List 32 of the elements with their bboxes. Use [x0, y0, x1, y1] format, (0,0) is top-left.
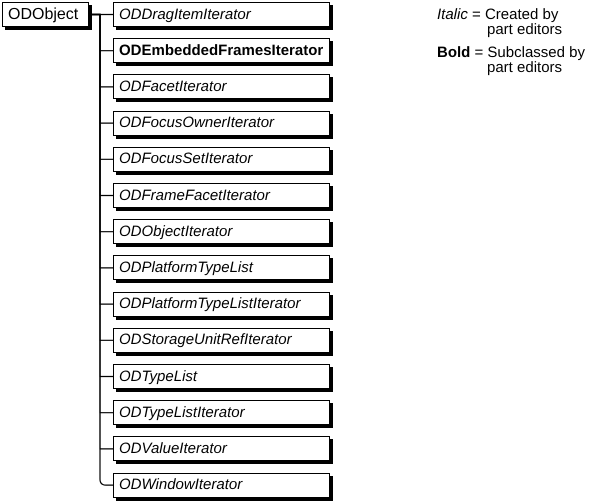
class-box: [113, 110, 330, 136]
class-box: [113, 436, 330, 462]
class-name: ODDragItemIterator: [119, 6, 251, 24]
class-box: [113, 400, 330, 426]
class-box: [113, 255, 330, 280]
class-box: [113, 183, 330, 208]
class-name: ODEmbeddedFramesIterator: [119, 42, 324, 60]
class-box: [2, 2, 89, 27]
class-name: ODFocusOwnerIterator: [119, 114, 274, 132]
class-name: ODTypeListIterator: [119, 404, 245, 422]
class-name: ODFrameFacetIterator: [119, 186, 270, 204]
legend-entry: Italic = Created by part editors: [437, 7, 564, 37]
class-name: ODObject: [8, 6, 78, 24]
class-name: ODValueIterator: [119, 440, 227, 458]
class-box: [113, 74, 330, 100]
class-name: ODWindowIterator: [119, 476, 242, 494]
class-name: ODPlatformTypeListIterator: [119, 295, 300, 314]
class-name: ODStorageUnitRefIterator: [119, 331, 292, 350]
class-box: [113, 364, 330, 389]
class-name: ODTypeList: [119, 368, 198, 386]
class-box: [113, 146, 330, 172]
class-box: [113, 472, 330, 498]
class-box: [113, 2, 330, 27]
class-box: [113, 219, 330, 244]
class-box: [113, 292, 330, 317]
class-box: [113, 328, 330, 353]
class-name: ODObjectIterator: [119, 222, 232, 241]
class-name: ODFocusSetIterator: [119, 150, 252, 168]
class-name: ODFacetIterator: [119, 78, 227, 96]
class-name: ODPlatformTypeList: [119, 258, 253, 277]
class-box: [113, 38, 330, 64]
legend-entry: Bold = Subclassed by part editors: [437, 45, 586, 75]
